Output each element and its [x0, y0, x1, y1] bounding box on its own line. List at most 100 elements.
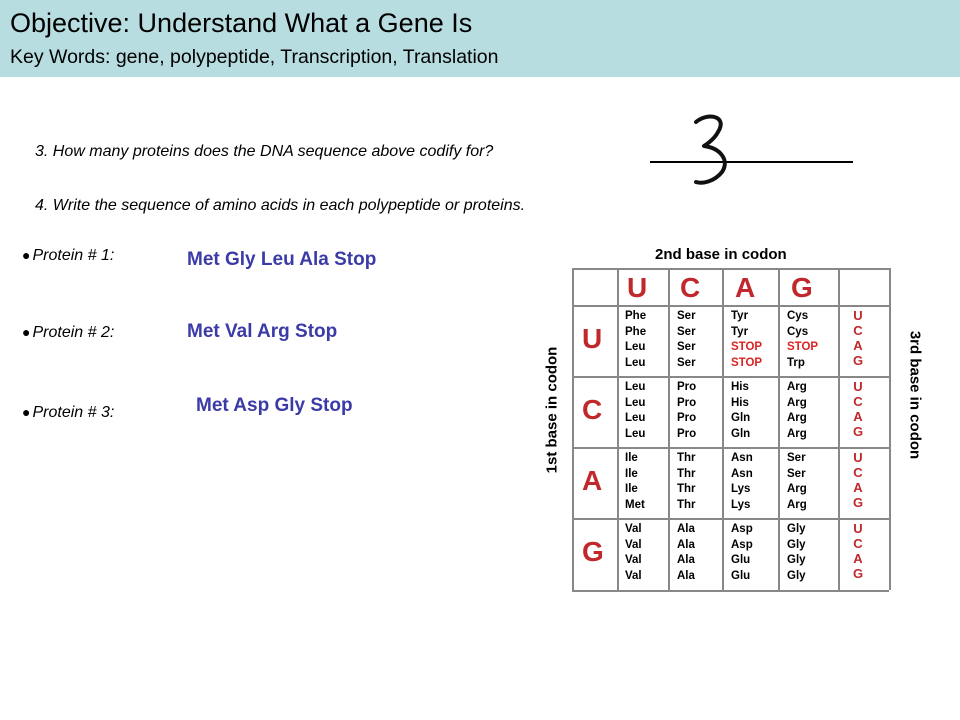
- third-base-label: 3rd base in codon: [906, 330, 924, 460]
- third-base-C: C: [853, 536, 863, 551]
- amino-acid: Val: [625, 538, 642, 551]
- bullet-icon: ●: [22, 247, 31, 263]
- amino-acid: Phe: [625, 310, 647, 322]
- amino-acid: Pro: [677, 381, 697, 393]
- amino-acid: Leu: [625, 396, 646, 409]
- table-gridline: [572, 268, 889, 270]
- table-gridline: [572, 268, 574, 590]
- amino-acid: Arg: [787, 412, 807, 424]
- amino-acid: Cys: [787, 310, 809, 322]
- amino-acid: Asn: [731, 467, 753, 480]
- amino-acid: Thr: [677, 498, 696, 511]
- second-base-G: G: [791, 272, 813, 303]
- amino-acid: Glu: [731, 569, 751, 582]
- amino-acid: Glu: [731, 554, 751, 566]
- table-gridline: [617, 268, 619, 590]
- table-gridline: [838, 268, 840, 590]
- third-base-U: U: [853, 450, 863, 465]
- amino-acid: Lys: [731, 498, 751, 511]
- second-base-label: 2nd base in codon: [655, 246, 787, 263]
- table-gridline: [572, 376, 889, 378]
- amino-acid: Ile: [625, 452, 638, 464]
- amino-acid: Gly: [787, 538, 806, 551]
- question-3: 3. How many proteins does the DNA sequen…: [35, 143, 494, 160]
- amino-acid: Arg: [787, 396, 807, 409]
- amino-acid: Leu: [625, 412, 646, 424]
- table-gridline: [572, 518, 889, 520]
- third-base-G: G: [852, 495, 864, 510]
- protein-2-label: ●Protein # 2:: [22, 324, 115, 341]
- amino-acid: STOP: [731, 356, 763, 369]
- third-base-U: U: [853, 521, 863, 536]
- amino-acid: Ala: [677, 523, 695, 535]
- amino-acid: Ser: [677, 325, 696, 338]
- title-banner: Objective: Understand What a Gene Is Key…: [0, 0, 960, 77]
- first-base-G: G: [582, 536, 604, 567]
- amino-acid: Thr: [677, 483, 696, 495]
- table-gridline: [572, 305, 889, 307]
- table-gridline: [889, 268, 891, 590]
- amino-acid: Cys: [787, 325, 809, 338]
- protein-3-sequence: Met Asp Gly Stop: [196, 395, 353, 416]
- amino-acid: Val: [625, 523, 642, 535]
- amino-acid: Arg: [787, 381, 807, 393]
- amino-acid: STOP: [731, 341, 763, 353]
- handwritten-answer-3: [694, 114, 727, 185]
- amino-acid: Tyr: [731, 325, 749, 338]
- bullet-icon: ●: [22, 324, 31, 340]
- amino-acid: Ala: [677, 569, 695, 582]
- key-words: Key Words: gene, polypeptide, Transcript…: [10, 46, 499, 68]
- amino-acid: Ser: [677, 341, 696, 353]
- amino-acid: Leu: [625, 427, 646, 440]
- amino-acid: Pro: [677, 427, 697, 440]
- amino-acid: His: [731, 396, 749, 409]
- second-base-C: C: [680, 272, 701, 303]
- protein-3-label: ●Protein # 3:: [22, 404, 115, 421]
- amino-acid: Gln: [731, 412, 751, 424]
- amino-acid: Ile: [625, 483, 638, 495]
- amino-acid: Asp: [731, 538, 753, 551]
- first-base-U: U: [582, 323, 603, 354]
- table-gridline: [572, 447, 889, 449]
- amino-acid: Gly: [787, 523, 806, 535]
- third-base-A: A: [853, 338, 863, 353]
- third-base-A: A: [853, 480, 863, 495]
- third-base-C: C: [853, 323, 863, 338]
- amino-acid: Thr: [677, 467, 696, 480]
- amino-acid: Ser: [787, 467, 806, 480]
- amino-acid: Ile: [625, 467, 638, 480]
- amino-acid: Thr: [677, 452, 696, 464]
- table-gridline: [778, 268, 780, 590]
- third-base-G: G: [852, 566, 864, 581]
- amino-acid: Met: [625, 498, 645, 511]
- table-gridline: [668, 268, 670, 590]
- first-base-C: C: [582, 394, 603, 425]
- amino-acid: Leu: [625, 341, 646, 353]
- amino-acid: Arg: [787, 483, 807, 495]
- amino-acid: Ser: [677, 356, 696, 369]
- third-base-G: G: [852, 353, 864, 368]
- amino-acid: Ser: [677, 310, 696, 322]
- third-base-C: C: [853, 465, 863, 480]
- amino-acid: Ala: [677, 554, 695, 566]
- protein-1-sequence: Met Gly Leu Ala Stop: [187, 249, 377, 270]
- table-gridline: [722, 268, 724, 590]
- amino-acid: Asp: [731, 523, 753, 535]
- amino-acid: Tyr: [731, 310, 749, 322]
- amino-acid: Pro: [677, 396, 697, 409]
- amino-acid: Gly: [787, 554, 806, 566]
- amino-acid: Lys: [731, 483, 751, 495]
- bullet-icon: ●: [22, 404, 31, 420]
- second-base-A: A: [735, 272, 756, 303]
- amino-acid: Phe: [625, 325, 647, 338]
